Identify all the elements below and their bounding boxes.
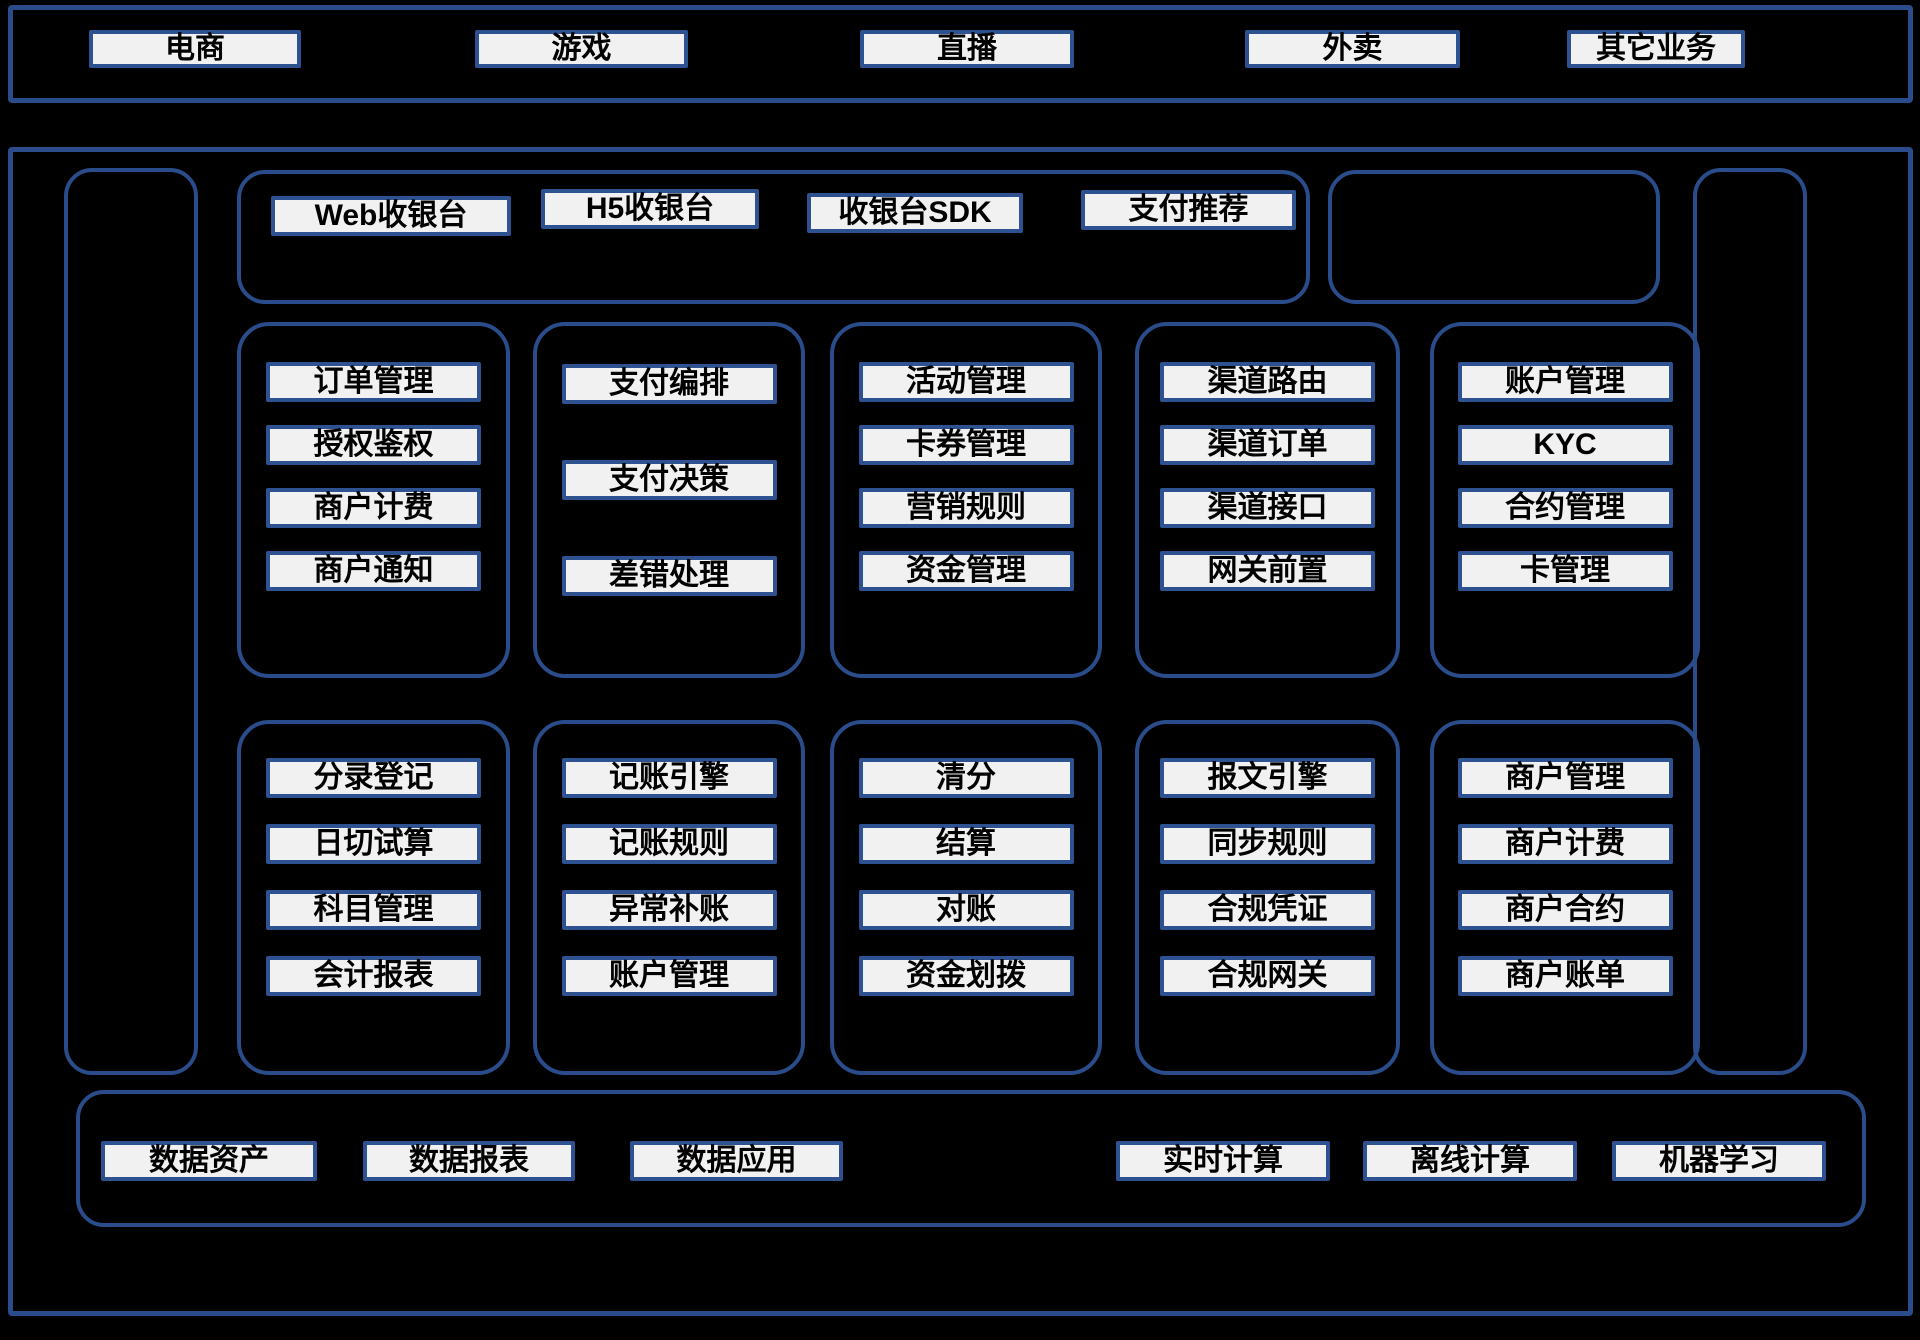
module-chip: 商户通知 [266, 551, 481, 591]
module-chip: 合规网关 [1160, 956, 1375, 996]
group-r1-c3: 活动管理 卡券管理 营销规则 资金管理 [830, 322, 1102, 678]
module-chip: 日切试算 [266, 824, 481, 864]
left-pillar [64, 168, 198, 1075]
module-chip: 支付决策 [561, 460, 777, 500]
business-chip-games: 游戏 [475, 30, 688, 68]
data-chip-realtime-compute: 实时计算 [1116, 1141, 1330, 1181]
module-chip: 分录登记 [266, 758, 481, 798]
module-chip: 卡管理 [1457, 551, 1673, 591]
platform-container [8, 147, 1913, 1316]
right-pillar [1693, 168, 1807, 1075]
module-chip: 网关前置 [1160, 551, 1375, 591]
data-chip-data-reports: 数据报表 [363, 1141, 575, 1181]
group-r2-c4: 报文引擎 同步规则 合规凭证 合规网关 [1135, 720, 1400, 1075]
access-chip-h5-cashier: H5收银台 [541, 189, 759, 229]
module-chip: 会计报表 [266, 956, 481, 996]
business-chip-ecommerce: 电商 [89, 30, 301, 68]
module-chip: KYC [1457, 425, 1673, 465]
module-chip: 卡券管理 [858, 425, 1074, 465]
group-r2-c2: 记账引擎 记账规则 异常补账 账户管理 [533, 720, 805, 1075]
module-chip: 渠道订单 [1160, 425, 1375, 465]
data-chip-data-assets: 数据资产 [101, 1141, 317, 1181]
group-r1-c4: 渠道路由 渠道订单 渠道接口 网关前置 [1135, 322, 1400, 678]
module-chip: 科目管理 [266, 890, 481, 930]
module-chip: 支付编排 [561, 364, 777, 404]
empty-panel [1328, 170, 1660, 304]
access-chip-web-cashier: Web收银台 [271, 196, 511, 236]
group-r2-c5: 商户管理 商户计费 商户合约 商户账单 [1430, 720, 1700, 1075]
access-chip-payment-recommendation: 支付推荐 [1081, 190, 1296, 230]
module-chip: 合规凭证 [1160, 890, 1375, 930]
module-chip: 异常补账 [561, 890, 777, 930]
business-chip-takeout: 外卖 [1245, 30, 1460, 68]
data-layer-bar: 数据资产 数据报表 数据应用 实时计算 离线计算 机器学习 [76, 1090, 1866, 1227]
group-r2-c3: 清分 结算 对账 资金划拨 [830, 720, 1102, 1075]
module-chip: 商户计费 [266, 488, 481, 528]
module-chip: 合约管理 [1457, 488, 1673, 528]
module-chip: 营销规则 [858, 488, 1074, 528]
module-chip: 商户合约 [1457, 890, 1673, 930]
business-chip-other: 其它业务 [1567, 30, 1745, 68]
group-r1-c2: 支付编排 支付决策 差错处理 [533, 322, 805, 678]
data-chip-offline-compute: 离线计算 [1363, 1141, 1577, 1181]
module-chip: 资金划拨 [858, 956, 1074, 996]
data-chip-machine-learning: 机器学习 [1612, 1141, 1826, 1181]
group-r2-c1: 分录登记 日切试算 科目管理 会计报表 [237, 720, 510, 1075]
module-chip: 清分 [858, 758, 1074, 798]
module-chip: 记账规则 [561, 824, 777, 864]
module-chip: 商户管理 [1457, 758, 1673, 798]
data-chip-data-apps: 数据应用 [630, 1141, 843, 1181]
module-chip: 对账 [858, 890, 1074, 930]
access-layer-row: Web收银台 H5收银台 收银台SDK 支付推荐 [237, 170, 1310, 304]
module-chip: 差错处理 [561, 556, 777, 596]
module-chip: 账户管理 [561, 956, 777, 996]
module-chip: 同步规则 [1160, 824, 1375, 864]
module-chip: 订单管理 [266, 362, 481, 402]
module-chip: 渠道路由 [1160, 362, 1375, 402]
module-chip: 商户账单 [1457, 956, 1673, 996]
business-layer-bar: 电商 游戏 直播 外卖 其它业务 [8, 5, 1913, 103]
group-r1-c5: 账户管理 KYC 合约管理 卡管理 [1430, 322, 1700, 678]
module-chip: 商户计费 [1457, 824, 1673, 864]
module-chip: 渠道接口 [1160, 488, 1375, 528]
module-chip: 账户管理 [1457, 362, 1673, 402]
module-chip: 报文引擎 [1160, 758, 1375, 798]
module-chip: 资金管理 [858, 551, 1074, 591]
group-r1-c1: 订单管理 授权鉴权 商户计费 商户通知 [237, 322, 510, 678]
access-chip-cashier-sdk: 收银台SDK [807, 193, 1023, 233]
module-chip: 授权鉴权 [266, 425, 481, 465]
business-chip-livestream: 直播 [860, 30, 1074, 68]
module-chip: 记账引擎 [561, 758, 777, 798]
module-chip: 结算 [858, 824, 1074, 864]
module-chip: 活动管理 [858, 362, 1074, 402]
